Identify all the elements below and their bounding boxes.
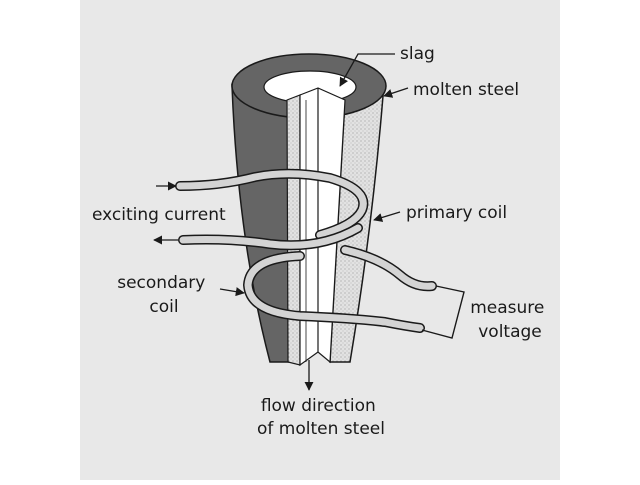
label-secondary-coil-line1: secondary xyxy=(117,273,205,293)
secondary-coil-arrow xyxy=(219,287,245,297)
label-flow-direction-line2: of molten steel xyxy=(257,419,385,439)
label-measure-voltage-line2: voltage xyxy=(478,322,542,342)
secondary-coil-loop-fill xyxy=(244,252,424,332)
measure-voltage-bracket xyxy=(421,285,465,339)
primary-coil-arrow xyxy=(373,211,401,222)
label-secondary-coil-line2: coil xyxy=(149,297,178,317)
label-primary-coil: primary coil xyxy=(406,203,507,223)
label-measure-voltage-line1: measure xyxy=(470,298,544,318)
exciting-wire-in-fill xyxy=(176,170,367,239)
label-measure-voltage: measure voltage xyxy=(470,298,550,342)
slag-leader-line xyxy=(339,53,395,87)
label-slag: slag xyxy=(400,44,435,64)
exciting-wire-out-fill xyxy=(179,224,362,249)
molten-steel-arrow xyxy=(383,87,409,98)
label-flow-direction: flow direction of molten steel xyxy=(257,396,385,439)
inner-wall-section xyxy=(286,94,301,366)
label-secondary-coil: secondary coil xyxy=(117,273,211,317)
secondary-coil-upper-wire-fill xyxy=(341,246,436,290)
label-flow-direction-line1: flow direction xyxy=(261,396,376,416)
label-exciting-current: exciting current xyxy=(92,205,226,225)
label-molten-steel: molten steel xyxy=(413,80,519,100)
